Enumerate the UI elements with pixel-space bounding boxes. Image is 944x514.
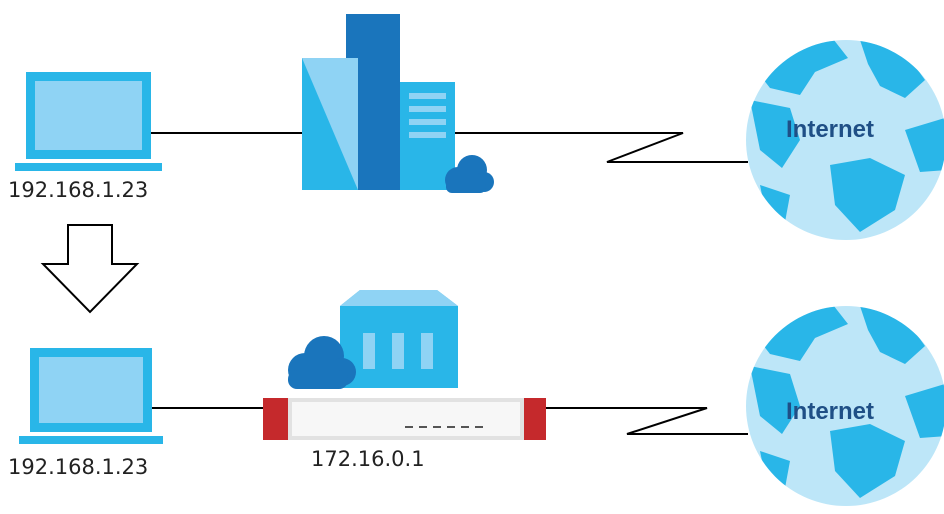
- top-laptop-icon: [15, 72, 162, 171]
- firewall-icon: [263, 398, 546, 440]
- building-icon: [302, 14, 455, 190]
- top-internet-label: Internet: [786, 116, 874, 143]
- bottom-globe-icon: [746, 306, 944, 506]
- branch-building-icon: [340, 290, 458, 388]
- bottom-cloud-icon: [288, 336, 356, 389]
- gateway-ip-label: 172.16.0.1: [311, 447, 425, 471]
- bottom-internet-label: Internet: [786, 398, 874, 425]
- bottom-row: 192.168.1.23: [8, 290, 944, 506]
- down-arrow-icon: [40, 224, 140, 314]
- top-laptop-ip-label: 192.168.1.23: [8, 178, 148, 202]
- bottom-laptop-icon: [19, 348, 163, 444]
- top-wan-link-line: [455, 132, 748, 163]
- top-globe-icon: [746, 40, 944, 240]
- top-cloud-icon: [445, 155, 494, 193]
- top-row: 192.168.1.23: [8, 14, 944, 240]
- bottom-laptop-ip-label: 192.168.1.23: [8, 455, 148, 479]
- bottom-wan-link-line: [546, 407, 748, 435]
